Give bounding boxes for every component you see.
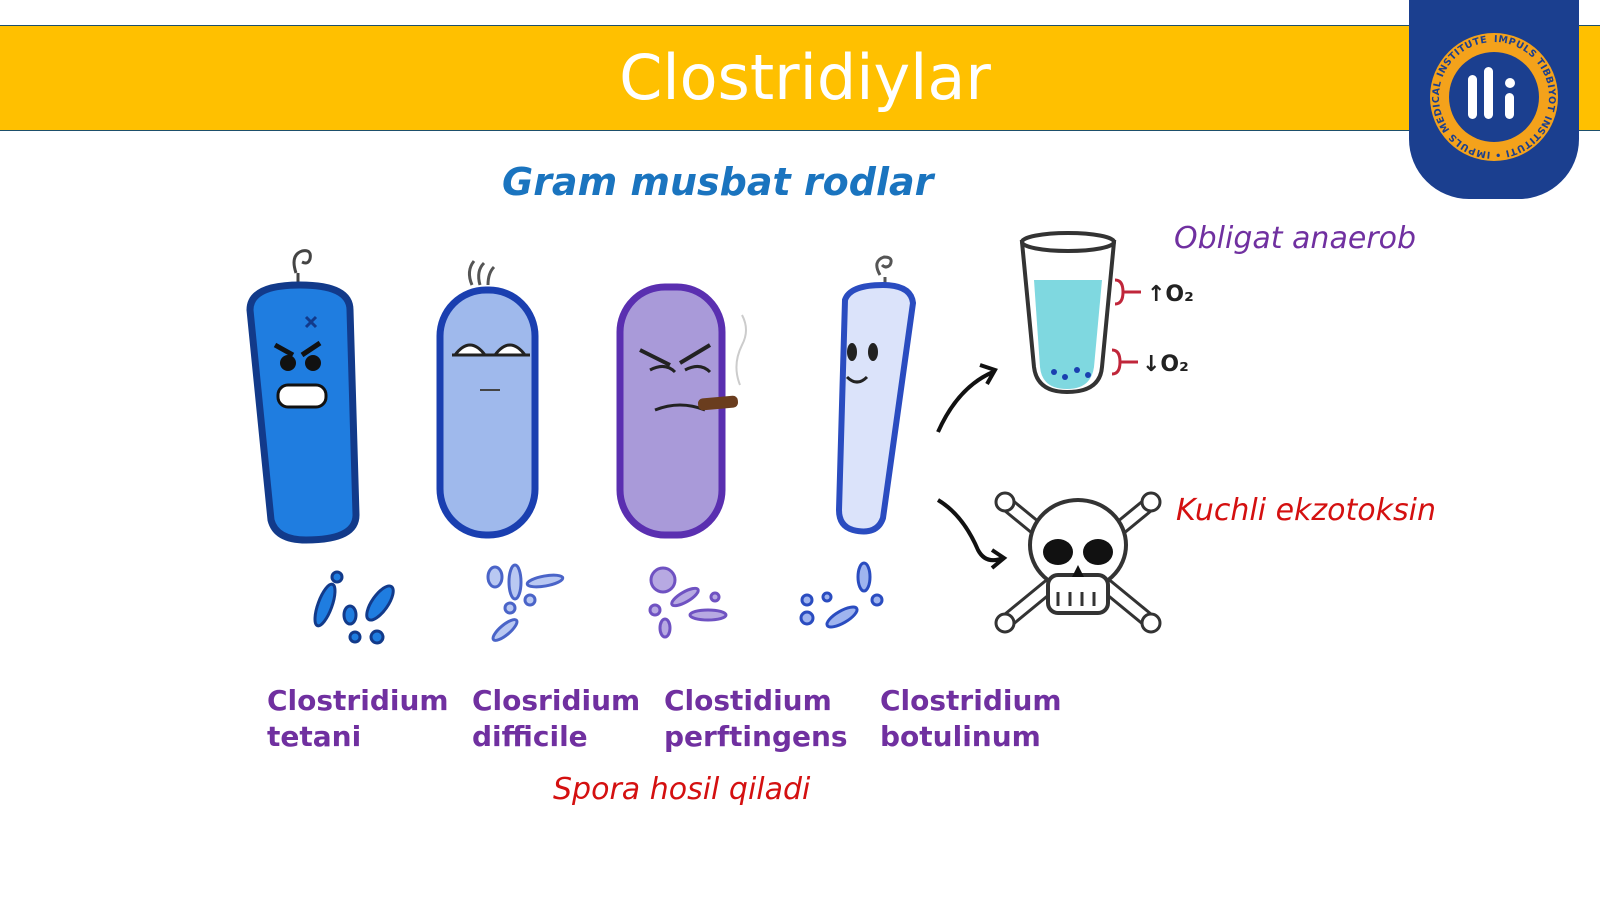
bacteria-illustration: [246, 249, 917, 645]
side-illustration: ↑O₂ ↓O₂: [936, 231, 1194, 634]
difficile-spores: [486, 563, 565, 642]
arrow-to-skull: [936, 498, 1008, 570]
tetani-spores: [313, 570, 395, 645]
o2-low-label: ↓O₂: [1142, 352, 1189, 377]
slide-title: Clostridiylar: [619, 41, 991, 114]
test-tube-icon: [1019, 231, 1117, 395]
spore-forming-note: Spora hosil qiladi: [553, 772, 811, 807]
skull-crossbones-icon: [994, 491, 1162, 634]
exotoxin-note: Kuchli ekzotoksin: [1176, 493, 1436, 528]
title-banner: [0, 25, 1600, 131]
botulinum-spores: [799, 561, 884, 629]
impuls-logo-icon: IMPULS TIBBIYOT INSTITUTI • IMPULS MEDIC…: [1409, 0, 1558, 161]
difficile-rod: [436, 260, 539, 539]
o2-markers: [1111, 278, 1141, 376]
botulinum-rod: [835, 255, 917, 535]
perfringens-rod: [616, 283, 747, 539]
obligate-anaerobe-note: Obligat anaerob: [1174, 221, 1417, 256]
slide-subtitle: Gram musbat rodlar: [502, 160, 934, 204]
arrow-to-tube: [936, 363, 998, 433]
perfringens-spores: [648, 566, 728, 639]
tetani-rod: [246, 249, 360, 544]
o2-high-label: ↑O₂: [1147, 282, 1194, 307]
